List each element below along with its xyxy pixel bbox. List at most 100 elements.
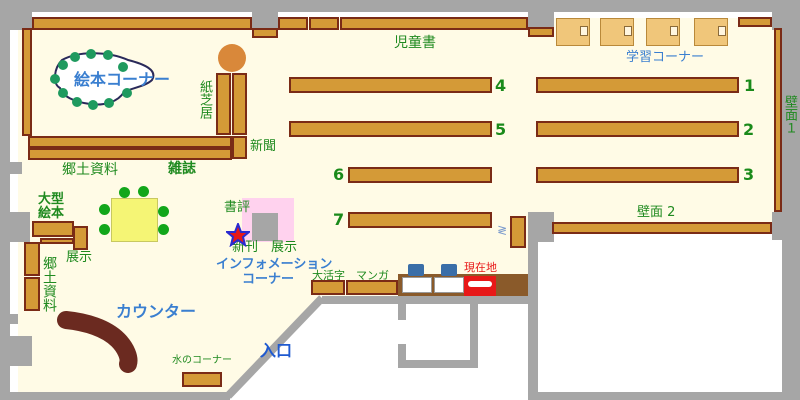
shelf-number-6: 6 <box>333 165 345 184</box>
shelf-large-books <box>32 221 74 237</box>
seat-11 <box>122 88 132 98</box>
current-location-inner <box>468 281 492 287</box>
counter-desk <box>57 311 138 373</box>
shelf-newspaper <box>232 136 247 159</box>
monitor-icon <box>441 264 457 276</box>
seat-6 <box>58 88 68 98</box>
shelf-wall-2 <box>552 222 772 234</box>
shelf-kyodo-left-2 <box>24 277 40 311</box>
label-childrens-books: 児童書 <box>394 35 436 51</box>
wall-left <box>0 0 10 400</box>
label-large-picture-books: 大型 絵本 <box>38 192 65 221</box>
shelf-number-2: 2 <box>743 120 755 139</box>
shelf-top-wall-3 <box>278 17 308 30</box>
wall-left-pillar-4 <box>0 336 32 366</box>
label-picture-book-corner: 絵本コーナー <box>74 70 171 89</box>
monitor-icon <box>408 264 424 276</box>
chair-2 <box>138 186 149 197</box>
wall-right-lower <box>782 240 800 400</box>
wall-mid-horizontal <box>322 296 538 304</box>
shelf-kyodo-1 <box>28 136 232 148</box>
shelf-6 <box>348 167 492 183</box>
label-local-materials-left: 郷土資料 <box>41 256 57 312</box>
chair-4 <box>99 224 110 235</box>
seat-3 <box>103 50 113 60</box>
chair-1 <box>119 187 130 198</box>
label-study-corner: 学習コーナー <box>626 50 705 65</box>
label-wall-1: 壁面１ <box>782 95 797 134</box>
chair-3 <box>99 204 110 215</box>
keyboard-icon <box>402 277 432 293</box>
label-magazines: 雑誌 <box>168 161 196 177</box>
shelf-number-5: 5 <box>495 120 507 139</box>
shelf-top-wall-2 <box>252 28 278 38</box>
label-kamishibai: 紙芝居 <box>197 80 212 119</box>
label-water-corner: 水のコーナー <box>172 355 232 366</box>
seat-8 <box>88 100 98 110</box>
shelf-top-wall-5 <box>340 17 528 30</box>
shelf-kyodo-left-1 <box>24 242 40 276</box>
wall-top <box>0 0 800 12</box>
shelf-top-wall-6 <box>528 27 554 37</box>
study-desk-4 <box>694 18 728 46</box>
seat-7 <box>72 97 82 107</box>
wall-top-pillar-2 <box>252 0 278 30</box>
wall-lower-vertical <box>528 230 538 400</box>
shelf-top-wall-7 <box>738 17 772 27</box>
shelf-kyodo-2 <box>28 148 232 160</box>
shelf-1 <box>536 77 739 93</box>
label-book-reviews: 書評 <box>224 200 251 215</box>
shelf-number-4: 4 <box>495 76 507 95</box>
label-wall-2: 壁面 2 <box>637 205 676 220</box>
shelf-2 <box>536 121 739 137</box>
shelf-manga <box>346 280 398 295</box>
shelf-number-3: 3 <box>743 165 755 184</box>
shelf-4 <box>289 77 492 93</box>
seat-1 <box>70 52 80 62</box>
star-icon <box>226 223 250 247</box>
shelf-left-wall-top <box>22 28 32 136</box>
shelf-large-print <box>311 280 345 295</box>
label-counter: カウンター <box>116 302 197 321</box>
shelf-top-wall-1 <box>32 17 252 30</box>
shelf-number-7: 7 <box>333 210 345 229</box>
label-manga: マンガ <box>356 269 389 282</box>
seat-10 <box>118 62 128 72</box>
study-chair-1 <box>580 26 588 36</box>
info-pillar <box>252 213 278 241</box>
wall-left-pillar-2 <box>0 212 30 242</box>
label-new-arrivals: 新刊 展示 <box>232 240 298 255</box>
label-entrance: 入口 <box>260 341 293 360</box>
seat-5 <box>50 74 60 84</box>
shelf-water-corner <box>182 372 222 387</box>
label-newspaper: 新聞 <box>250 139 277 154</box>
wall-left-pillar-3 <box>0 314 18 324</box>
seat-9 <box>104 98 114 108</box>
study-chair-4 <box>718 26 726 36</box>
shelf-kamishibai-2 <box>232 73 247 135</box>
display-table <box>111 198 158 242</box>
shelf-number-1: 1 <box>744 76 756 95</box>
wall-right-pillar <box>772 212 800 240</box>
shelf-5 <box>289 121 492 137</box>
shelf-kamishibai-1 <box>216 73 231 135</box>
shelf-display-left <box>73 226 88 250</box>
wall-top-pillar-3 <box>528 0 554 30</box>
shelf-wall-1 <box>774 28 782 212</box>
wall-bottom-right <box>538 392 800 400</box>
chair-5 <box>158 206 169 217</box>
study-chair-3 <box>670 26 678 36</box>
label-local-materials-top: 郷土資料 <box>62 162 118 178</box>
label-info-2: コーナー <box>242 272 295 287</box>
seat-2 <box>86 49 96 59</box>
shelf-7 <box>348 212 492 228</box>
study-chair-2 <box>624 26 632 36</box>
label-display-left: 展示 <box>66 250 93 265</box>
chair-6 <box>158 224 169 235</box>
wall-left-pillar-1 <box>0 162 22 174</box>
keyboard-icon <box>434 277 464 293</box>
